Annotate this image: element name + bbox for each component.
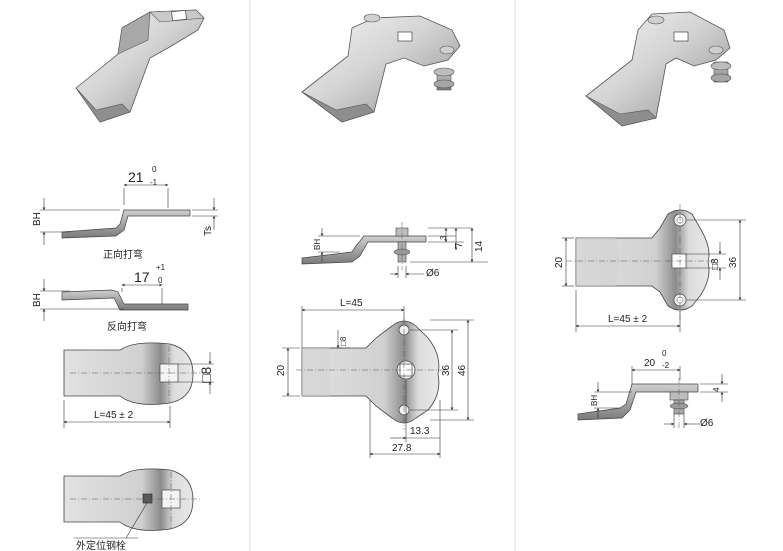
mid-dim-46: 46 xyxy=(457,364,468,376)
right-dim-sq8: □8 xyxy=(710,258,721,270)
right-bh-label: BH xyxy=(590,395,599,406)
plan-square-dim: □8 xyxy=(198,367,214,383)
panel-left: 21 0 -1 BH Ts 正向打弯 17 +1 0 xyxy=(32,9,218,551)
forward-tol-lower: -1 xyxy=(150,178,158,187)
right-dim-l45: L=45 ± 2 xyxy=(608,314,648,325)
mid-bh-label: BH xyxy=(313,239,322,250)
mid-dim-dia6: Ø6 xyxy=(426,268,440,279)
reverse-bh-label: BH xyxy=(32,293,43,307)
mid-dim-14: 14 xyxy=(474,240,485,252)
cam-3d-render-right xyxy=(585,11,732,127)
forward-tol-upper: 0 xyxy=(152,165,157,174)
cam-3d-render-mid xyxy=(301,13,461,123)
right-dim-dia6: Ø6 xyxy=(700,418,714,429)
mid-dim-27-8: 27.8 xyxy=(392,443,412,454)
right-tol-upper: 0 xyxy=(662,349,667,358)
reverse-tol-lower: 0 xyxy=(158,276,163,285)
plan-view-right: 20 □8 36 L=45 ± 2 xyxy=(554,204,746,332)
side-view-forward: 21 0 -1 BH Ts 正向打弯 xyxy=(32,165,218,261)
side-view-right: 20 0 -2 BH 4 Ø6 xyxy=(577,349,728,430)
right-dim-36: 36 xyxy=(728,256,739,268)
right-dim-20b: 20 xyxy=(644,358,656,369)
plan-length-dim: L=45 ± 2 xyxy=(94,410,134,421)
plan-view-mid: L=45 □8 20 36 46 xyxy=(276,298,474,458)
forward-dim: 21 xyxy=(128,169,144,185)
mid-dim-sq8: □8 xyxy=(339,336,348,346)
mid-dim-l45: L=45 xyxy=(340,298,363,309)
right-dim-20: 20 xyxy=(554,256,565,268)
caption-forward-bend: 正向打弯 xyxy=(103,248,143,261)
caption-reverse-bend: 反向打弯 xyxy=(107,320,147,333)
forward-ts-label: Ts xyxy=(203,226,214,236)
mid-dim-3: 3 xyxy=(439,235,448,240)
side-view-mid: BH 3 7 14 Ø6 xyxy=(301,222,488,279)
mid-dim-20: 20 xyxy=(276,364,287,376)
reverse-dim: 17 xyxy=(134,269,150,285)
plan-view-pin: 外定位钢栓 xyxy=(63,468,200,551)
reverse-tol-upper: +1 xyxy=(156,263,166,272)
panel-right: 20 □8 36 L=45 ± 2 20 0 -2 xyxy=(554,11,746,430)
mid-dim-7: 7 xyxy=(454,242,465,248)
side-view-reverse: 17 +1 0 BH 反向打弯 xyxy=(32,263,189,333)
right-dim-4: 4 xyxy=(712,387,721,392)
mid-dim-36: 36 xyxy=(441,364,452,376)
mid-dim-13-3: 13.3 xyxy=(410,426,430,437)
panel-mid: BH 3 7 14 Ø6 L=45 xyxy=(276,13,488,458)
right-tol-lower: -2 xyxy=(662,361,670,370)
forward-bh-label: BH xyxy=(32,212,43,226)
plan-view-left: □8 L=45 ± 2 xyxy=(63,342,214,428)
cam-3d-render-left xyxy=(75,9,205,123)
caption-pin: 外定位钢栓 xyxy=(76,539,126,551)
